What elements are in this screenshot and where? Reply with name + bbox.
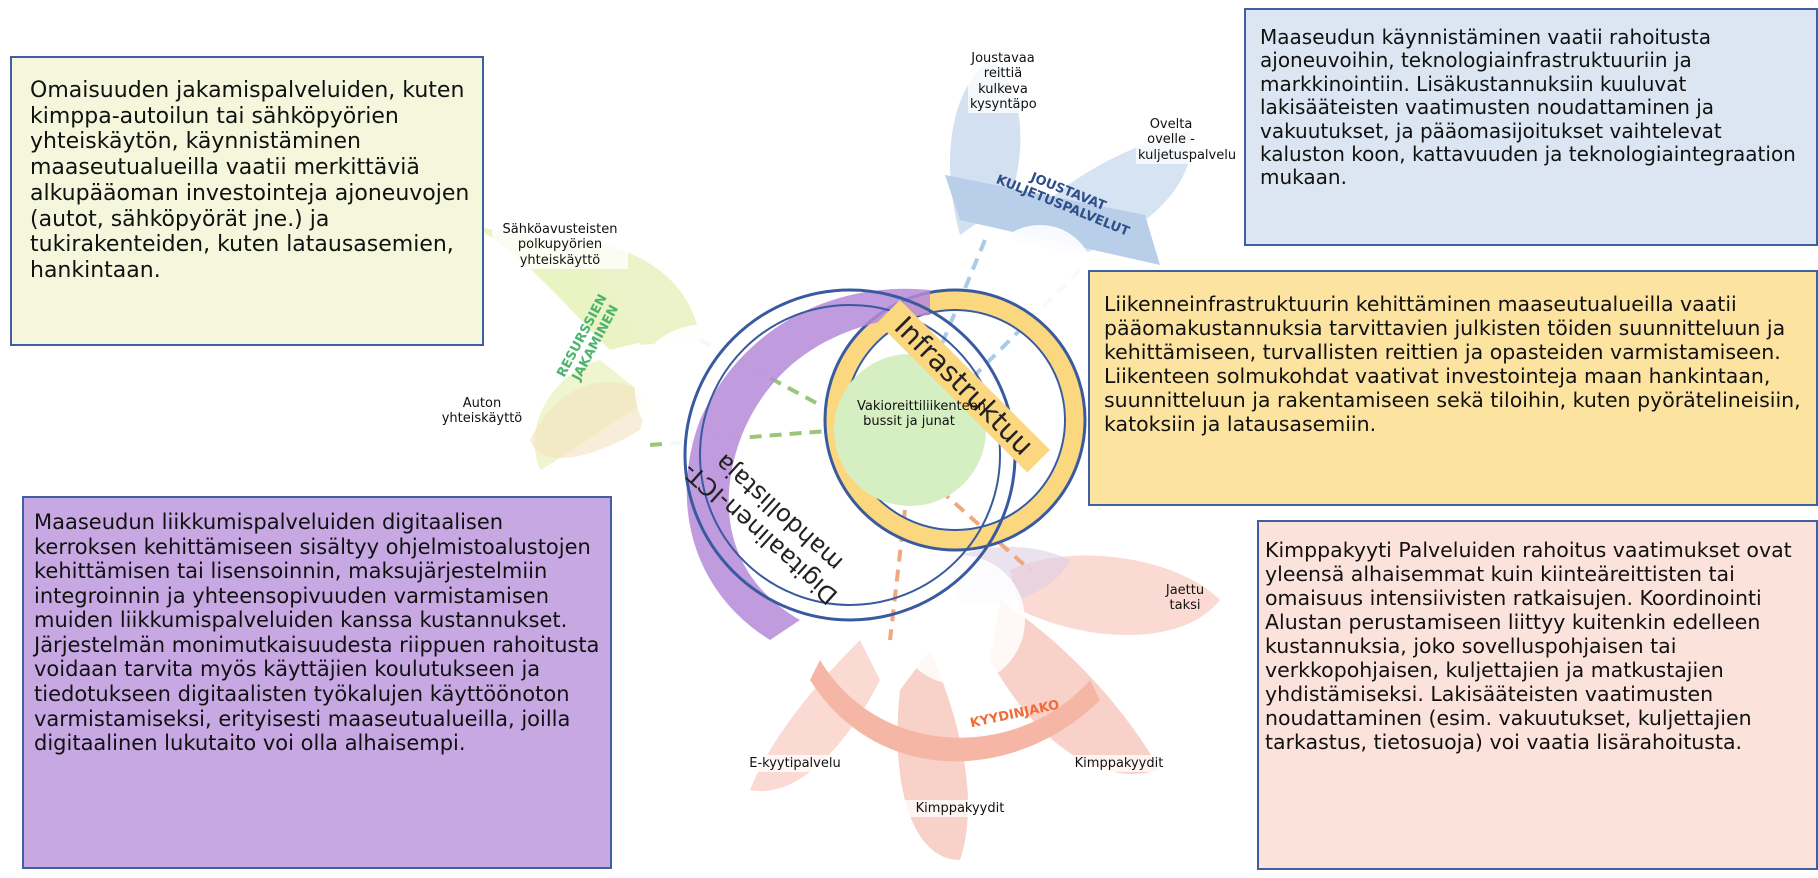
green-petal-car <box>530 382 650 459</box>
digital-box: Maaseudun liikkumispalveluiden digitaali… <box>22 496 612 869</box>
green-petal-left <box>534 360 650 470</box>
red-petal-shared-taxi <box>1010 555 1220 635</box>
red-hub-halo <box>895 555 1025 685</box>
ridesharing-box: Kimppakyyti Palveluiden rahoitus vaatimu… <box>1257 520 1818 870</box>
petal-label-car-sharing: Auton yhteiskäyttö <box>430 395 534 428</box>
center-label: Vakioreittiliikenteen bussit ja junat <box>857 399 986 430</box>
petal-label-carpool-bottom: Kimppakyydit <box>903 800 1017 818</box>
petal-label-door-to-door: Ovelta ovelle -kuljetuspalvelu <box>1136 116 1237 164</box>
petal-label-shared-taxi: Jaettu taksi <box>1165 583 1205 614</box>
infrastructure-box: Liikenneinfrastruktuurin kehittäminen ma… <box>1088 270 1818 506</box>
digital-ring <box>686 288 930 640</box>
petal-label-e-ride: E-kyytipalvelu <box>738 755 852 773</box>
red-petal-right <box>990 600 1160 774</box>
red-petal-band <box>810 660 1100 762</box>
digital-ring-outline-inner <box>699 304 1001 606</box>
petal-label-flexible-route: Joustavaa reittiä kulkeva kysyntäpo <box>968 50 1038 114</box>
petal-label-carpool-right: Kimppakyydit <box>1062 755 1176 773</box>
green-petal-ebike <box>520 238 700 345</box>
flexible-transport-box: Maaseudun käynnistäminen vaatii rahoitus… <box>1244 8 1818 246</box>
petal-label-ebike: Sähköavusteisten polkupyörien yhteiskäyt… <box>492 221 628 269</box>
blue-petal-band <box>945 175 1160 265</box>
infrastructure-ring-outline-outer <box>823 288 1087 552</box>
red-petal-left <box>750 640 880 792</box>
ridesharing-cluster <box>750 546 1220 860</box>
asset-sharing-box: Omaisuuden jakamispalveluiden, kuten kim… <box>10 56 484 346</box>
